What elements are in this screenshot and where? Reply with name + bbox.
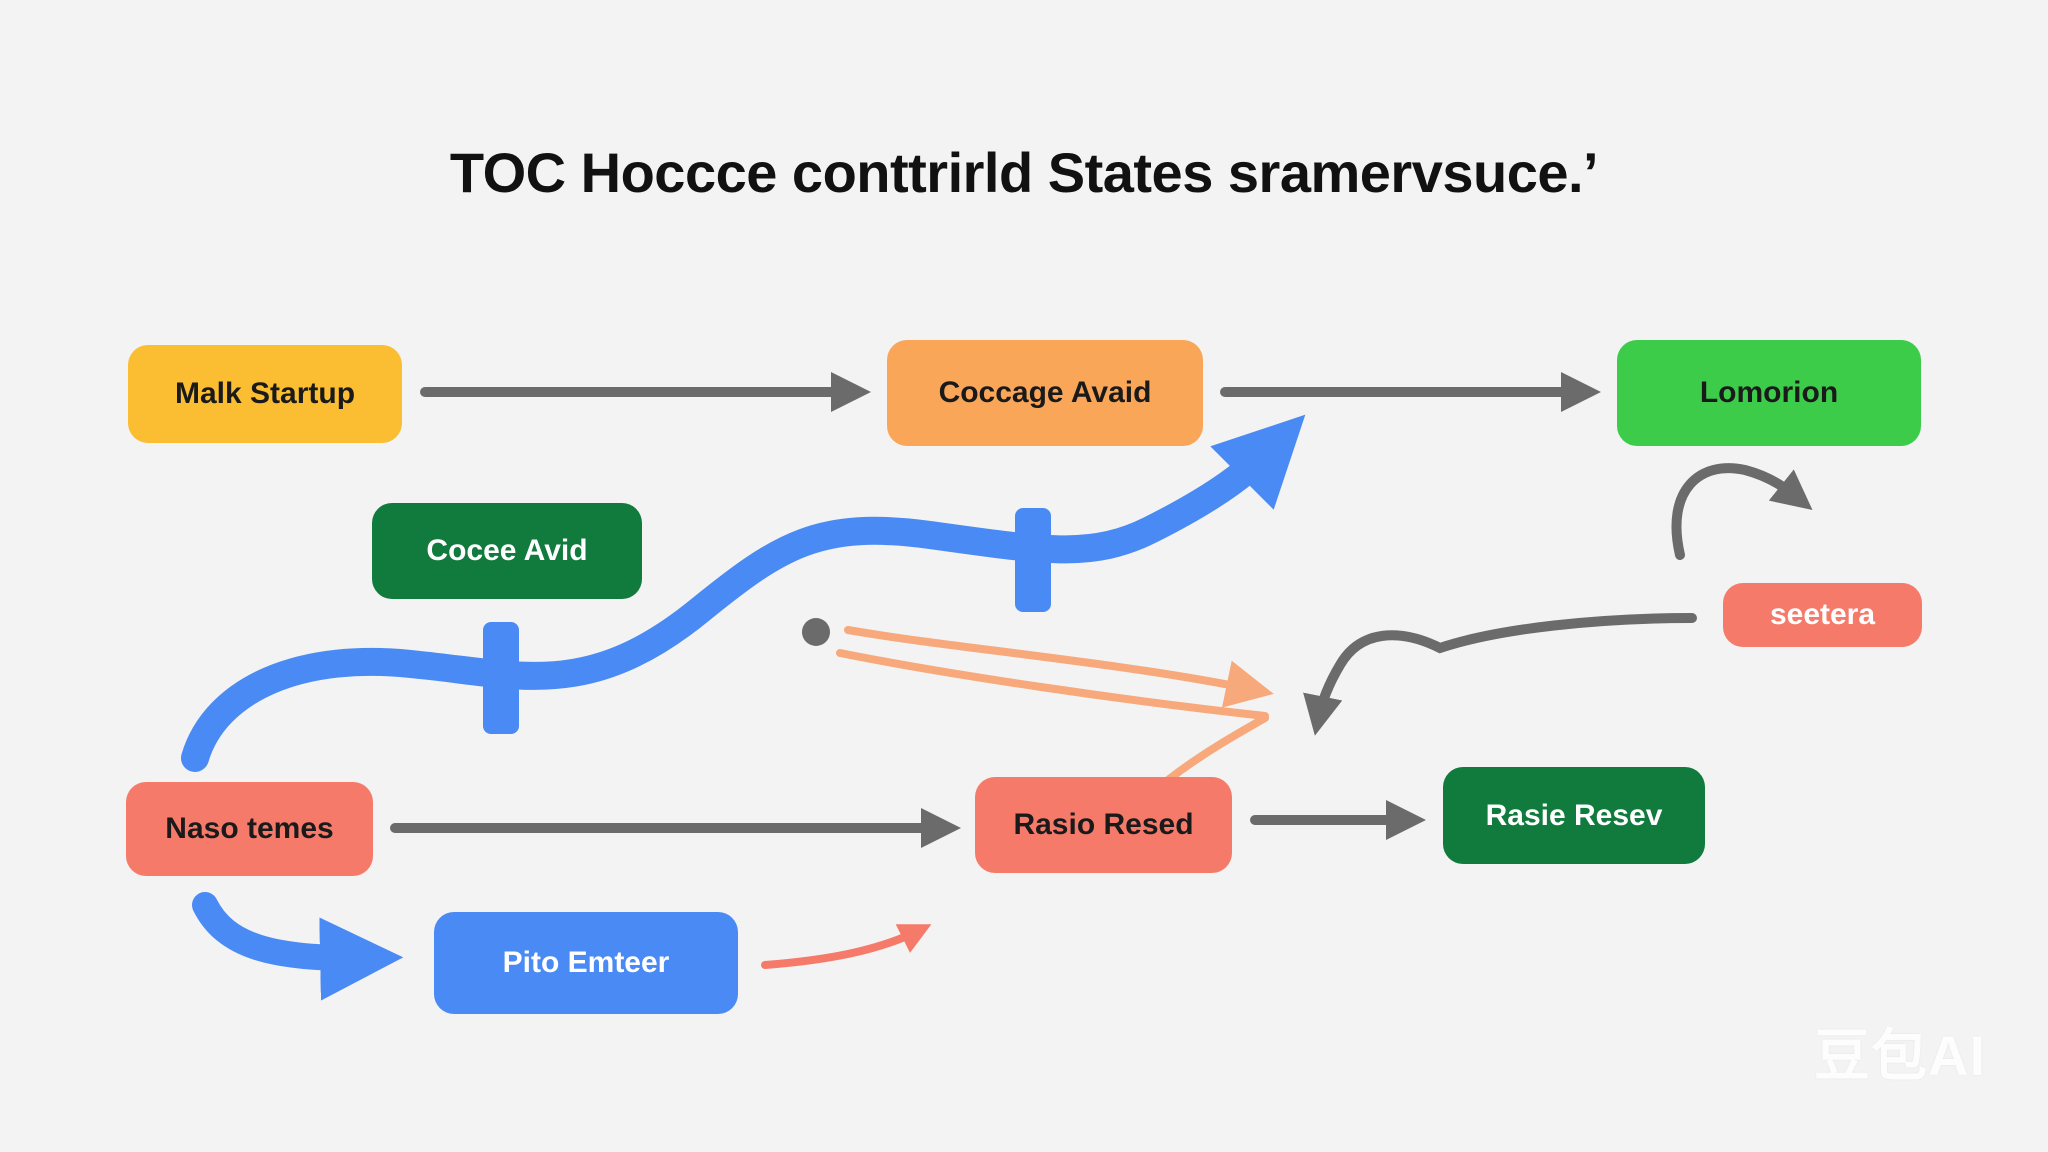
blue-wave-tick-right <box>1015 508 1051 612</box>
node-malk-startup-label: Malk Startup <box>174 377 356 410</box>
node-rasie-resev[interactable]: Rasie Resev <box>1443 767 1705 864</box>
node-seetera[interactable]: seetera <box>1723 583 1922 647</box>
node-malk-startup[interactable]: Malk Startup <box>128 345 402 443</box>
node-cocee-avid-label: Cocee Avid <box>426 534 588 567</box>
orange-streak-2 <box>836 649 1269 720</box>
node-rasio-resed-label: Rasio Resed <box>1013 808 1194 841</box>
node-naso-temes[interactable]: Naso temes <box>126 782 373 876</box>
blue-hook-arrow <box>192 892 404 1001</box>
node-cocee-avid[interactable]: Cocee Avid <box>372 503 642 599</box>
red-arrow-pito-out <box>761 924 932 969</box>
node-lomorion-label: Lomorion <box>1699 376 1839 409</box>
curve-arrow-seetera-to-center <box>1303 613 1697 736</box>
node-rasio-resed[interactable]: Rasio Resed <box>975 777 1232 873</box>
curve-arrow-lomorion-loop <box>1671 463 1813 560</box>
diagram-title: TOC Hoccce conttrirld States sramervsuce… <box>449 141 1599 204</box>
node-seetera-label: seetera <box>1769 598 1876 631</box>
node-lomorion[interactable]: Lomorion <box>1617 340 1921 446</box>
watermark-logo: 豆包AI <box>1814 1024 1986 1087</box>
node-pito-emteer[interactable]: Pito Emteer <box>434 912 738 1014</box>
orange-streak-1 <box>844 626 1274 708</box>
blue-wave-flow <box>181 414 1306 772</box>
node-naso-temes-label: Naso temes <box>165 812 334 845</box>
node-coccage-avaid[interactable]: Coccage Avaid <box>887 340 1203 446</box>
blue-wave-tick-left <box>483 622 519 734</box>
node-rasie-resev-label: Rasie Resev <box>1485 798 1663 832</box>
node-pito-emteer-label: Pito Emteer <box>502 946 670 979</box>
node-coccage-avaid-label: Coccage Avaid <box>938 376 1152 409</box>
orange-streak-3 <box>1164 714 1269 784</box>
orange-origin-dot <box>802 618 830 646</box>
